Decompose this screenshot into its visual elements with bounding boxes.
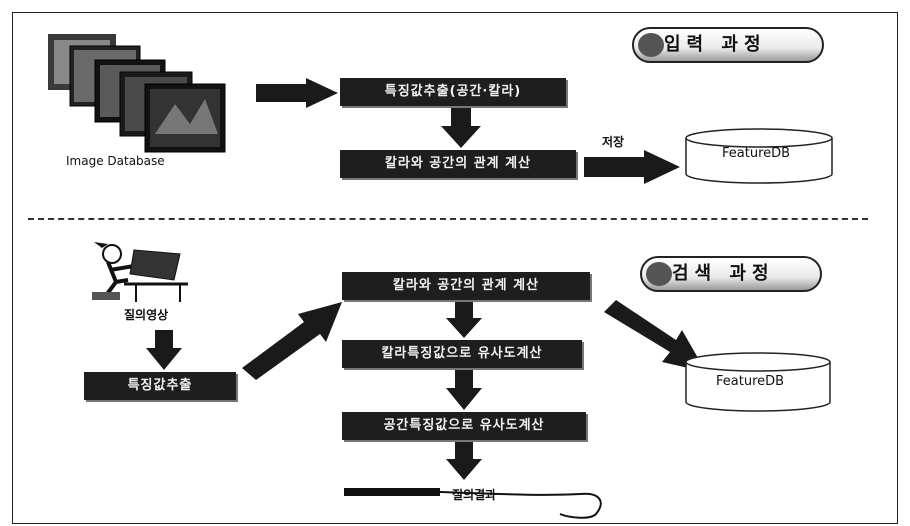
badge-dot-icon xyxy=(638,33,664,57)
image-stack-icon xyxy=(40,34,230,154)
diagonal-arrow-icon xyxy=(242,302,342,380)
query-result-label: 질의결과 xyxy=(452,486,496,503)
section-divider xyxy=(28,218,868,220)
space-similarity-box: 공간특징값으로 유사도계산 xyxy=(342,412,586,440)
query-extract-box: 특징값추출 xyxy=(84,372,236,400)
query-down-arrow-icon xyxy=(146,330,182,370)
store-label: 저장 xyxy=(602,133,624,150)
input-process-title: 입력 과정 xyxy=(664,34,767,55)
search-process-badge: 검색 과정 xyxy=(640,256,822,292)
feature-db-label-bottom: FeatureDB xyxy=(716,374,784,389)
input-process-badge: 입력 과정 xyxy=(632,27,824,63)
query-image-label: 질의영상 xyxy=(124,306,168,323)
image-db-label: Image Database xyxy=(66,154,165,168)
relation-calc-box: 칼라와 공간의 관계 계산 xyxy=(340,150,576,178)
search-relation-box: 칼라와 공간의 관계 계산 xyxy=(342,272,590,300)
feature-db-label-top: FeatureDB xyxy=(722,146,790,161)
down-arrow-icon xyxy=(446,302,482,338)
down-arrow-icon xyxy=(441,108,481,148)
search-process-title: 검색 과정 xyxy=(672,263,775,284)
color-similarity-box: 칼라특징값으로 유사도계산 xyxy=(342,340,582,368)
person-at-desk-icon xyxy=(84,240,194,304)
flow-arrow-icon xyxy=(256,78,338,108)
extract-feature-box: 특징값추출(공간·칼라) xyxy=(340,78,566,106)
badge-dot-icon xyxy=(646,262,672,286)
store-arrow-icon xyxy=(584,150,680,184)
down-arrow-icon xyxy=(446,370,482,410)
